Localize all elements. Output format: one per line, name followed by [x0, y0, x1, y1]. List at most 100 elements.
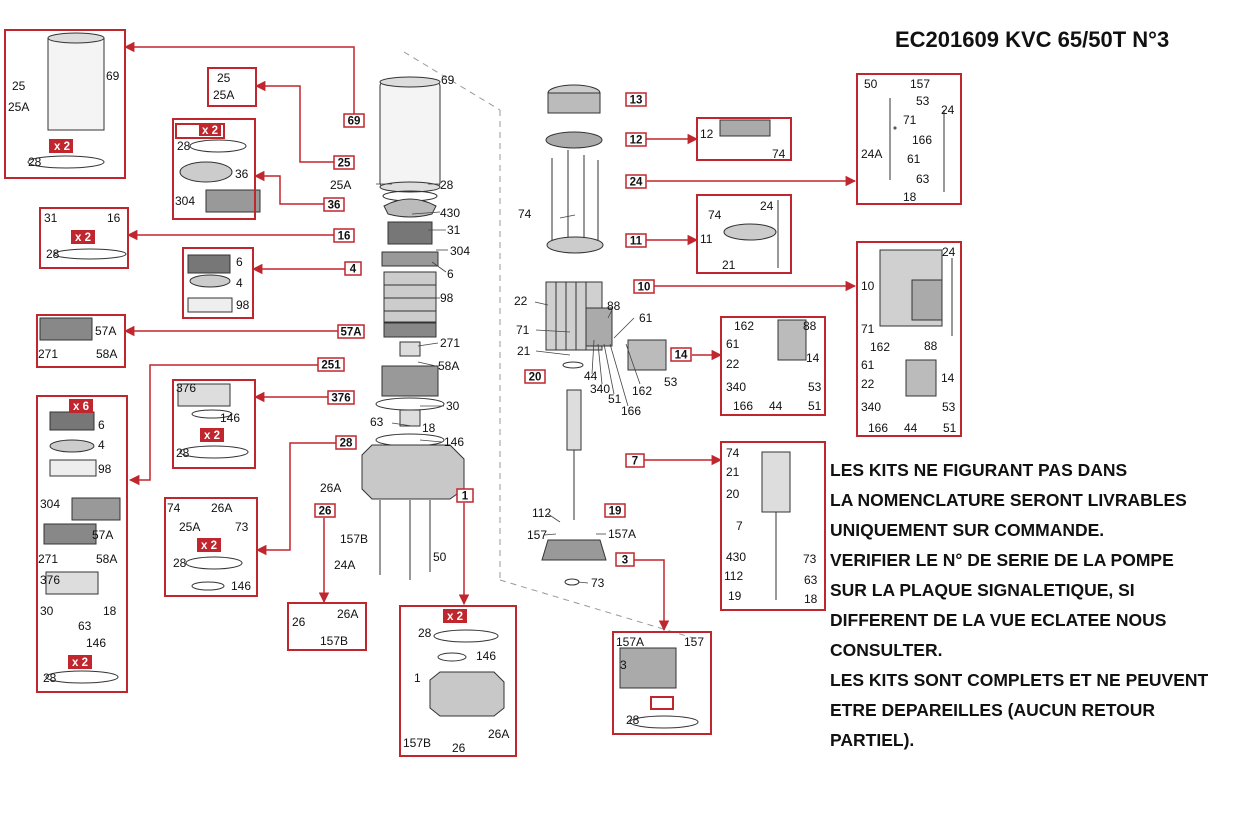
part-label: 112	[532, 506, 551, 520]
part-label: 26A	[211, 501, 232, 515]
svg-text:24: 24	[630, 177, 643, 189]
part-label: 50	[433, 550, 447, 564]
kit-tags: 69 25 36 16 4 57A 251 376 28 1 26 13 12 …	[314, 92, 692, 567]
part-label: 22	[861, 377, 875, 391]
part-label: 430	[440, 206, 460, 220]
part-label: 157B	[403, 736, 431, 750]
svg-text:4: 4	[350, 264, 357, 276]
part-label: 146	[444, 435, 464, 449]
part-label: 25	[217, 71, 231, 85]
part-label: 51	[808, 399, 822, 413]
outer-sleeve-shape	[379, 81, 441, 188]
svg-text:10: 10	[638, 282, 651, 294]
part-label: 376	[40, 573, 60, 587]
part-label: 28	[177, 139, 191, 153]
qty-tag: x 2	[198, 539, 220, 552]
svg-text:x 2: x 2	[447, 611, 463, 623]
kit-tag: 4	[344, 261, 362, 276]
svg-text:16: 16	[338, 231, 351, 243]
part-label: 98	[440, 291, 454, 305]
part-label: 24A	[334, 558, 355, 572]
part-label: 25	[12, 79, 26, 93]
part-label: 53	[942, 400, 956, 414]
qty-tag: x 6	[70, 400, 92, 413]
part-label: 63	[804, 573, 818, 587]
note-line: VERIFIER LE N° DE SERIE DE LA POMPE	[830, 550, 1174, 570]
part-label: 69	[106, 69, 120, 83]
svg-text:x 2: x 2	[72, 657, 88, 669]
svg-text:12: 12	[630, 135, 643, 147]
part-label: 44	[769, 399, 783, 413]
part-label: 58A	[96, 347, 117, 361]
part-label: 157A	[608, 527, 636, 541]
axis-lines	[403, 51, 701, 641]
part-label: 74	[518, 207, 532, 221]
part-label: 12	[700, 127, 714, 141]
part-label: 271	[38, 552, 58, 566]
part-label: 166	[868, 421, 888, 435]
part-label: 26	[292, 615, 306, 629]
part-label: 61	[726, 337, 740, 351]
part-label: 36	[235, 167, 249, 181]
part-label: 157B	[340, 532, 368, 546]
kit-tag: 10	[633, 279, 655, 294]
notes-block: LES KITS NE FIGURANT PAS DANS LA NOMENCL…	[830, 455, 1250, 755]
note-line: LES KITS NE FIGURANT PAS DANS	[830, 460, 1128, 480]
part-label: 28	[46, 247, 60, 261]
part-label: 22	[726, 357, 740, 371]
part-label: 112	[724, 569, 743, 583]
part-label: 51	[943, 421, 957, 435]
part-label: 31	[44, 211, 58, 225]
part-label: 24A	[861, 147, 882, 161]
part-label: 28	[173, 556, 187, 570]
part-label: 162	[632, 384, 652, 398]
part-label: 146	[86, 636, 106, 650]
part-label: 3	[620, 658, 627, 672]
part-label: 26A	[320, 481, 341, 495]
note-line: SUR LA PLAQUE SIGNALETIQUE, SI	[830, 580, 1135, 600]
part-label: 30	[446, 399, 460, 413]
part-label: 11	[700, 232, 713, 246]
part-label: 21	[722, 258, 736, 272]
qty-tag: x 2	[444, 610, 466, 623]
part-label: 25A	[330, 178, 351, 192]
part-label: 340	[590, 382, 610, 396]
note-line: CONSULTER.	[830, 640, 943, 660]
part-label: 157	[684, 635, 704, 649]
part-label: 71	[903, 113, 917, 127]
kit-tag: 25	[333, 155, 355, 170]
part-label: 157	[910, 77, 930, 91]
part-label: 166	[912, 133, 932, 147]
part-label: 20	[726, 487, 740, 501]
part-label: 74	[708, 208, 722, 222]
part-label: 340	[726, 380, 746, 394]
qty-tag: x 2	[72, 231, 94, 244]
part-label: 28	[28, 155, 42, 169]
part-label: 25A	[179, 520, 200, 534]
part-label: 18	[804, 592, 818, 606]
part-label: 26	[452, 741, 466, 755]
part-label: 51	[608, 392, 622, 406]
part-label: 61	[639, 311, 653, 325]
note-line: UNIQUEMENT SUR COMMANDE.	[830, 520, 1105, 540]
svg-text:13: 13	[630, 95, 643, 107]
svg-text:25: 25	[338, 158, 351, 170]
kit-tag: 57A	[337, 324, 365, 339]
part-label: 19	[728, 589, 742, 603]
part-label: 44	[584, 369, 598, 383]
kit-tag: 14	[670, 347, 692, 362]
part-label: 22	[514, 294, 528, 308]
part-label: 1	[414, 671, 421, 685]
part-label: 6	[236, 255, 243, 269]
part-label: 73	[591, 576, 605, 590]
part-label: 162	[870, 340, 890, 354]
part-label: 7	[736, 519, 743, 533]
part-label: 88	[803, 319, 817, 333]
part-label: 304	[450, 244, 470, 258]
svg-text:69: 69	[348, 116, 361, 128]
kit-tag: 12	[625, 132, 647, 147]
part-label: 74	[726, 446, 740, 460]
kit-tag: 13	[625, 92, 647, 107]
part-label: 157A	[616, 635, 644, 649]
part-label: 4	[98, 438, 105, 452]
